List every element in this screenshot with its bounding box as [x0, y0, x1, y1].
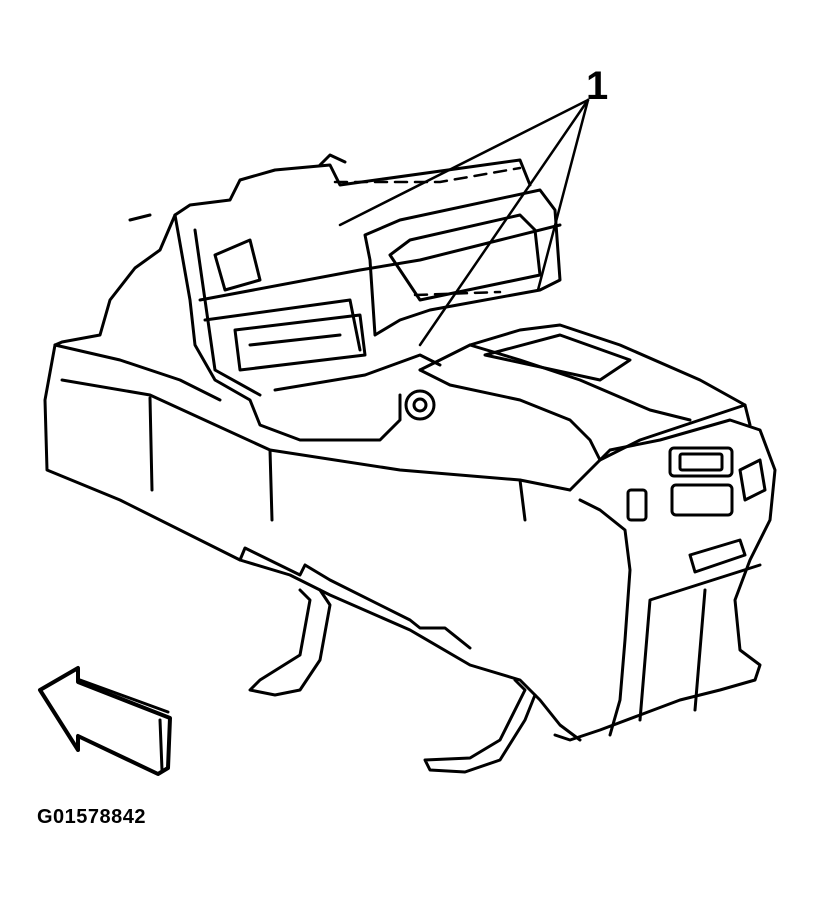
callout-label: 1 [586, 64, 609, 108]
console-lid [418, 323, 752, 462]
figure-id: G01578842 [37, 806, 147, 828]
callout-leaders [338, 98, 590, 347]
rear-panel [553, 418, 777, 742]
direction-arrow-icon [38, 666, 172, 776]
mounting-brackets [248, 588, 537, 774]
alignment-guides [333, 166, 522, 297]
console-body [43, 213, 582, 742]
open-compartment [128, 153, 562, 442]
